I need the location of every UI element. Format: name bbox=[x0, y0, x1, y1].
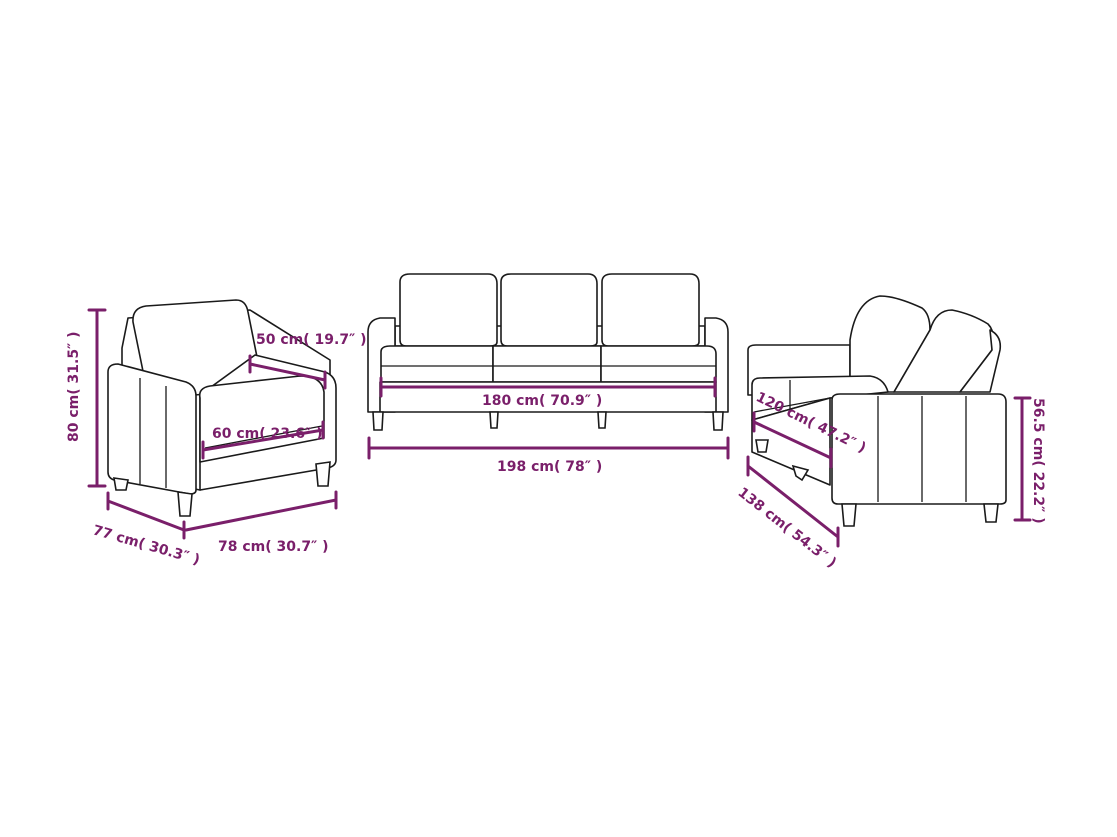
armchair-width-line bbox=[184, 498, 338, 532]
three-seater-width-label: 198 cm( 78″ ) bbox=[497, 459, 602, 475]
armchair-seat-line bbox=[201, 428, 325, 452]
loveseat-drawing bbox=[747, 295, 1007, 527]
armchair-height-label: 80 cm( 31.5″ ) bbox=[66, 331, 82, 442]
armchair-drawing bbox=[107, 299, 337, 517]
armchair-backrest-depth-label: 50 cm( 19.7″ ) bbox=[256, 332, 367, 348]
three-seater-dimension-lines bbox=[367, 376, 730, 460]
three-seater-seat-width-label: 180 cm( 70.9″ ) bbox=[482, 393, 602, 409]
loveseat-seat-line bbox=[752, 420, 833, 460]
loveseat-seat-height-label: 56.5 cm( 22.2″ ) bbox=[1030, 398, 1046, 524]
loveseat-dimension-lines bbox=[746, 396, 1032, 548]
armchair-backrest-line bbox=[248, 362, 327, 382]
armchair-seat-width-label: 60 cm( 23.6″ ) bbox=[212, 426, 323, 442]
armchair-depth-line bbox=[106, 499, 186, 532]
armchair-dimension-lines bbox=[87, 308, 338, 540]
three-seater-drawing bbox=[367, 273, 729, 431]
armchair-width-label: 78 cm( 30.7″ ) bbox=[218, 539, 329, 555]
loveseat-width-line bbox=[746, 464, 840, 539]
